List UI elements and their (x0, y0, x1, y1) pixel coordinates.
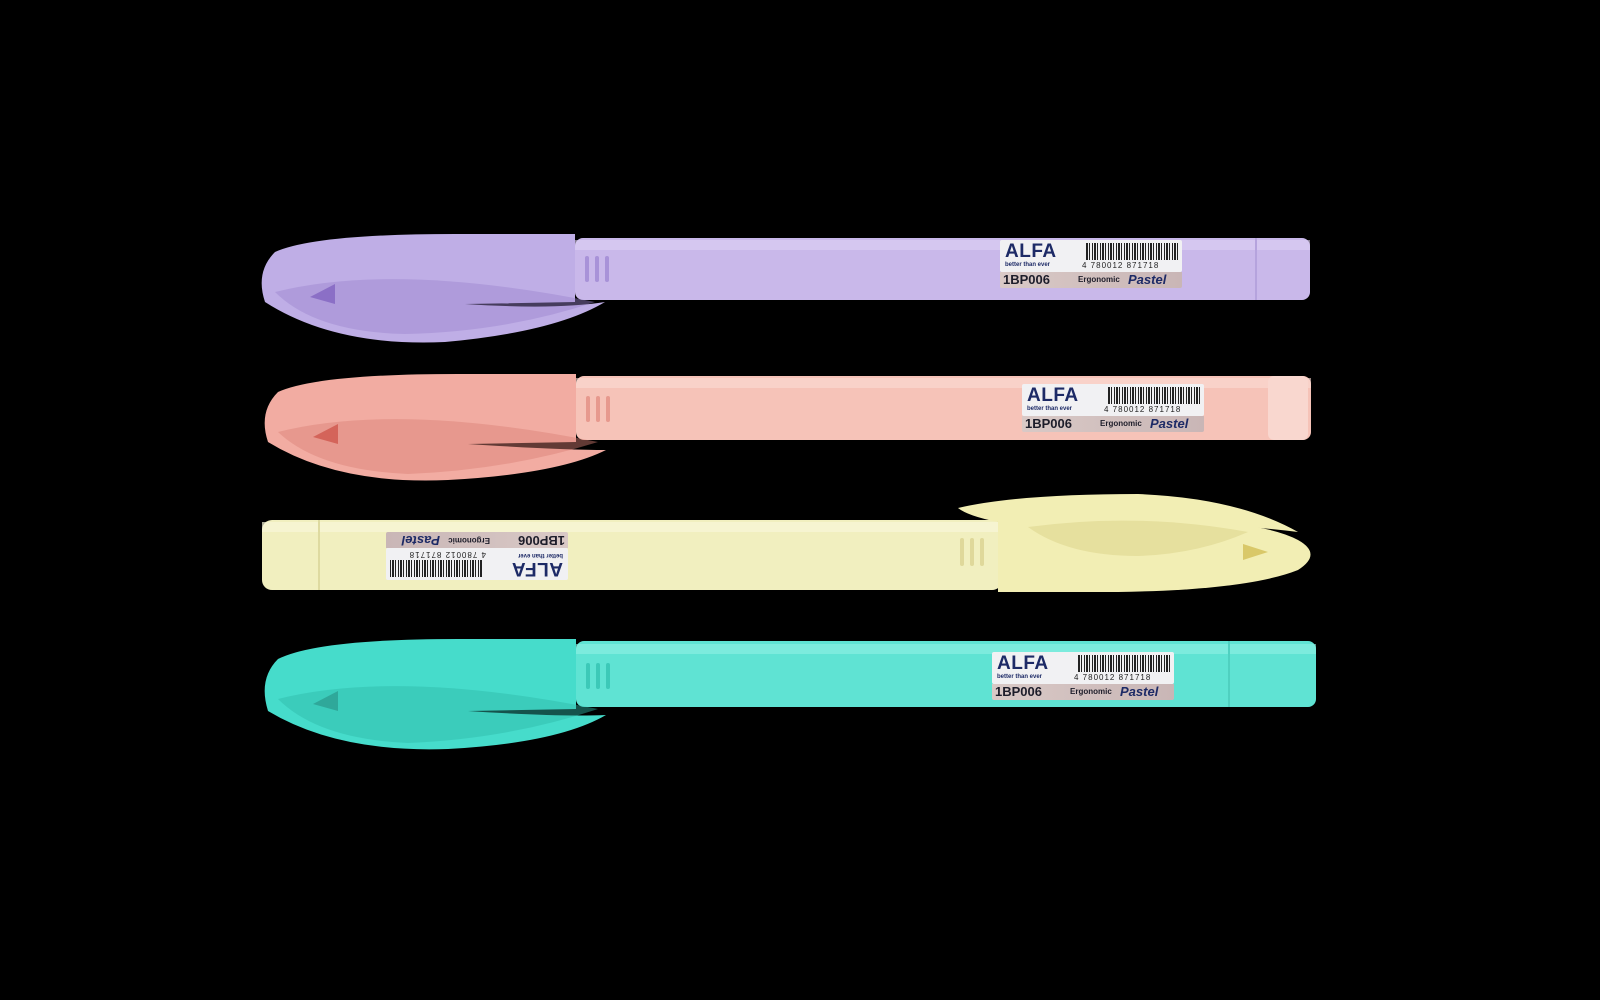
product-line-ergonomic: Ergonomic (1078, 275, 1120, 284)
brand-logo: ALFA (1027, 385, 1079, 406)
product-line-pastel: Pastel (401, 533, 440, 548)
label-bottom: 1BP006 Ergonomic Pastel (1000, 272, 1182, 288)
pen-label-lavender: ALFA better than ever 4 780012 871718 1B… (1000, 240, 1182, 290)
label-top: ALFA better than ever 4 780012 871718 (992, 652, 1174, 684)
product-line-pastel: Pastel (1150, 416, 1189, 431)
product-line-ergonomic: Ergonomic (1070, 687, 1112, 696)
label-top: ALFA better than ever 4 780012 871718 (1000, 240, 1182, 272)
label-bottom: 1BP006 Ergonomic Pastel (992, 684, 1174, 700)
brand-logo: ALFA (997, 653, 1049, 674)
label-top: ALFA better than ever 4 780012 871718 (386, 548, 568, 580)
model-number: 1BP006 (995, 684, 1042, 699)
brand-logo: ALFA (511, 558, 563, 579)
pen-label-mint: ALFA better than ever 4 780012 871718 1B… (992, 652, 1174, 702)
label-bottom: 1BP006 Ergonomic Pastel (386, 532, 568, 548)
model-number: 1BP006 (518, 533, 565, 548)
barcode-number: 4 780012 871718 (1074, 673, 1152, 682)
barcode-number: 4 780012 871718 (1104, 405, 1182, 414)
brand-tagline: better than ever (517, 552, 563, 558)
barcode-icon (1108, 387, 1200, 404)
label-top: ALFA better than ever 4 780012 871718 (1022, 384, 1204, 416)
model-number: 1BP006 (1025, 416, 1072, 431)
label-bottom: 1BP006 Ergonomic Pastel (1022, 416, 1204, 432)
model-number: 1BP006 (1003, 272, 1050, 287)
product-line-ergonomic: Ergonomic (448, 536, 490, 545)
barcode-number: 4 780012 871718 (408, 550, 486, 559)
barcode-icon (390, 560, 482, 577)
brand-logo: ALFA (1005, 241, 1057, 262)
pen-label-pale-yellow: ALFA better than ever 4 780012 871718 1B… (386, 530, 568, 580)
brand-tagline: better than ever (1005, 262, 1051, 268)
barcode-icon (1078, 655, 1170, 672)
product-line-pastel: Pastel (1120, 684, 1159, 699)
barcode-number: 4 780012 871718 (1082, 261, 1160, 270)
product-line-ergonomic: Ergonomic (1100, 419, 1142, 428)
product-line-pastel: Pastel (1128, 272, 1167, 287)
barcode-icon (1086, 243, 1178, 260)
pen-label-peach: ALFA better than ever 4 780012 871718 1B… (1022, 384, 1204, 434)
brand-tagline: better than ever (1027, 406, 1073, 412)
brand-tagline: better than ever (997, 674, 1043, 680)
